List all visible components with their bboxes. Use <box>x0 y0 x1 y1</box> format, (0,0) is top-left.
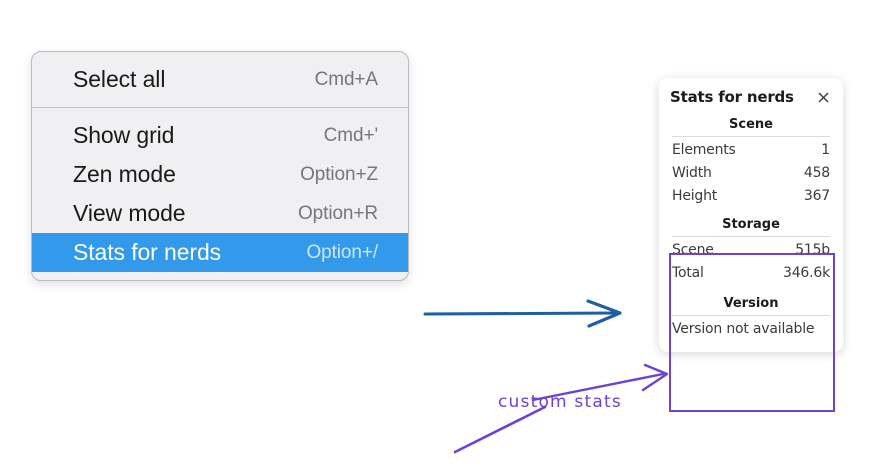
stats-section-storage: Storage Scene 515b Total 346.6k <box>670 215 832 285</box>
menu-item-label: Show grid <box>73 122 175 148</box>
stat-row-height: Height 367 <box>670 185 832 208</box>
blue-arrow <box>423 299 622 328</box>
menu-item-select-all[interactable]: Select all Cmd+A <box>32 60 408 99</box>
stat-key: Scene <box>672 242 714 258</box>
menu-item-shortcut: Option+R <box>298 202 378 224</box>
menu-item-shortcut: Cmd+A <box>314 68 378 90</box>
panel-titlebar: Stats for nerds <box>670 88 832 106</box>
stats-section-version: Version Version not available <box>670 294 832 339</box>
stat-key: Total <box>672 265 704 281</box>
menu-item-label: View mode <box>73 200 186 226</box>
stat-key: Elements <box>672 142 736 158</box>
stat-value: 458 <box>803 165 830 181</box>
menu-item-label: Zen mode <box>73 161 176 187</box>
section-heading: Storage <box>722 217 780 232</box>
version-note: Version not available <box>672 321 815 337</box>
stat-row-total-storage: Total 346.6k <box>670 262 832 285</box>
menu-item-view-mode[interactable]: View mode Option+R <box>32 194 408 233</box>
stat-row-width: Width 458 <box>670 162 832 185</box>
menu-group-1: Select all Cmd+A <box>32 52 408 107</box>
section-divider <box>672 315 830 316</box>
panel-title: Stats for nerds <box>670 88 794 106</box>
section-heading: Scene <box>729 117 773 132</box>
stats-for-nerds-panel: Stats for nerds Scene Elements 1 Width 4… <box>659 78 843 352</box>
stat-value: 1 <box>821 142 830 158</box>
stat-value: 515b <box>795 242 830 258</box>
menu-item-show-grid[interactable]: Show grid Cmd+' <box>32 116 408 155</box>
stats-section-scene: Scene Elements 1 Width 458 Height 367 <box>670 115 832 208</box>
menu-item-zen-mode[interactable]: Zen mode Option+Z <box>32 155 408 194</box>
menu-group-2: Show grid Cmd+' Zen mode Option+Z View m… <box>32 107 408 280</box>
menu-item-label: Select all <box>73 66 166 92</box>
purple-annotation-arrow <box>453 363 669 454</box>
menu-item-label: Stats for nerds <box>73 239 222 265</box>
custom-stats-annotation-label: custom stats <box>498 392 622 412</box>
menu-item-shortcut: Option+Z <box>300 163 378 185</box>
stat-row-scene-storage: Scene 515b <box>670 239 832 262</box>
stat-row-elements: Elements 1 <box>670 139 832 162</box>
stat-value: 346.6k <box>783 265 830 281</box>
stat-key: Height <box>672 188 718 204</box>
close-icon[interactable] <box>814 88 832 106</box>
section-divider <box>672 136 830 137</box>
menu-item-stats-for-nerds[interactable]: Stats for nerds Option+/ <box>32 233 408 272</box>
stat-value: 367 <box>803 188 830 204</box>
section-heading: Version <box>723 296 779 311</box>
section-divider <box>672 236 830 237</box>
stat-key: Width <box>672 165 712 181</box>
context-menu[interactable]: Select all Cmd+A Show grid Cmd+' Zen mod… <box>31 51 409 281</box>
menu-item-shortcut: Cmd+' <box>323 124 378 146</box>
menu-item-shortcut: Option+/ <box>306 241 378 263</box>
